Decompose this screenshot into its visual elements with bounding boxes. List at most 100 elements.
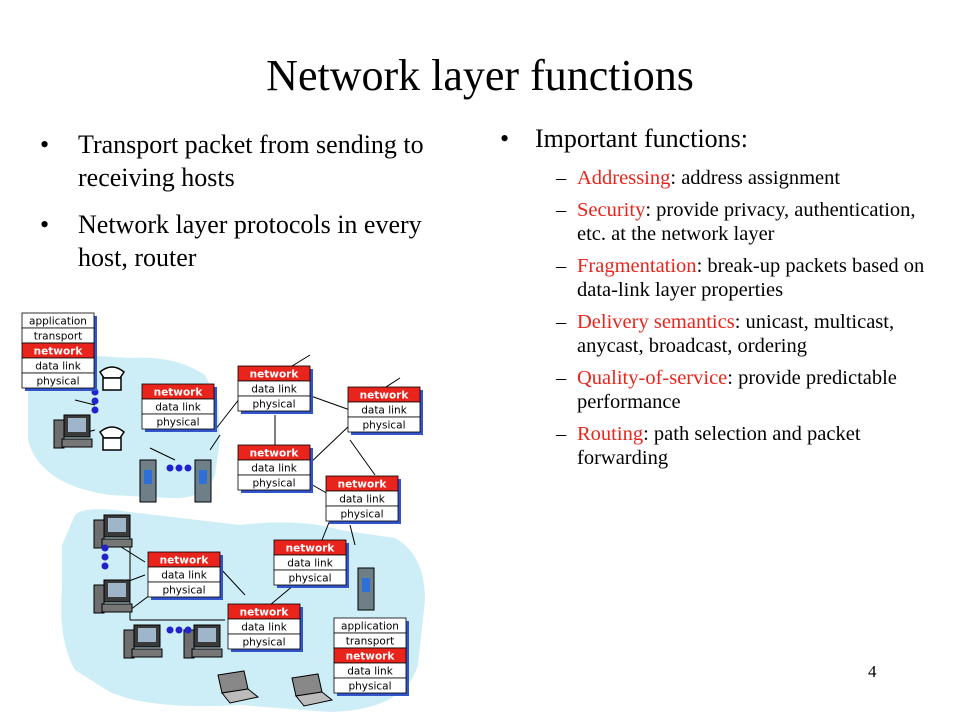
layer-cell [21,372,95,389]
function-term: Routing [577,423,644,445]
function-item-routing: –Routing: path selection and packet forw… [556,423,861,469]
ellipsis-dot [166,464,174,472]
server-icon [357,567,375,611]
link-line [149,447,176,461]
layer-label-data-link: data link [339,494,385,506]
link-line [117,544,146,563]
layer-label-data-link: data link [241,622,287,634]
layer-label-data-link: data link [35,361,81,373]
layer-label-data-link: data link [251,463,297,475]
layer-cell [237,395,311,412]
layer-label-data-link: data link [347,666,393,678]
layer-label-data-link: data link [287,558,333,570]
telephone-icon [99,366,125,391]
ellipsis-dot [101,553,109,561]
layer-cell [237,474,311,491]
link-line [219,567,246,596]
desktop-icon [93,514,133,549]
function-term: Quality-of-service [577,367,728,389]
function-desc: : path selection and packet forwarding [577,423,861,469]
layer-cell [227,633,301,650]
function-desc: : provide privacy, authentication, etc. … [577,199,916,245]
layer-cell [141,413,215,430]
layer-label-network: network [346,651,396,663]
function-desc: : break-up packets based on data-link la… [577,255,925,301]
function-term: Security [577,199,646,221]
layer-label-data-link: data link [161,570,207,582]
function-term: Delivery semantics [577,311,735,333]
laptop-icon [291,673,334,707]
desktop-icon [183,624,223,659]
layer-label-physical: physical [36,376,79,388]
layer-label-data-link: data link [251,384,297,396]
left-bullet-1: Transport packet from sending to receivi… [40,128,440,194]
layer-label-network: network [34,346,84,358]
function-desc: : address assignment [670,167,841,189]
function-item-security: –Security: provide privacy, authenticati… [556,199,916,245]
ellipsis-dot [101,562,109,570]
layer-label-application: application [29,316,87,328]
right-bullet-list: Important functions: –Addressing: addres… [500,122,940,478]
link-line [349,524,356,546]
router-stack: network data link physical [325,475,401,524]
router-stack: network data link physical [147,551,223,600]
server-icon [139,459,157,503]
layer-label-network: network [360,390,410,402]
function-item-qos: –Quality-of-service: provide predictable… [556,367,897,413]
layer-label-physical: physical [162,585,205,597]
page-number: 4 [868,662,877,681]
layer-label-application: application [341,621,399,633]
ellipsis-dot [184,464,192,472]
layer-cell [147,581,221,598]
layer-label-network: network [250,369,300,381]
slide-title: Network layer functions [266,51,694,100]
protocol-stacks: application transport network data link phys… [21,312,423,696]
telephone-icon [99,426,125,451]
desktop-icon [93,579,133,614]
left-bullet-2: Network layer protocols in every host, r… [40,208,440,274]
function-item-fragmentation: –Fragmentation: break-up packets based o… [556,255,925,301]
ellipsis-dot [101,544,109,552]
layer-label-physical: physical [156,417,199,429]
link-line [307,394,351,411]
layer-cell [325,505,399,522]
layer-label-network: network [154,387,204,399]
left-bullet-list: Transport packet from sending to receivi… [40,128,440,288]
link-line [74,399,96,406]
layer-label-physical: physical [362,420,405,432]
layer-label-transport: transport [346,636,395,648]
function-desc: : unicast, multicast, anycast, broadcast… [577,311,895,357]
right-heading: Important functions: [500,122,940,156]
server-icon [194,459,212,503]
layer-cell [273,569,347,586]
layer-label-network: network [160,555,210,567]
ellipsis-dot [175,464,183,472]
layer-label-network: network [338,479,388,491]
link-line [349,439,376,476]
ellipsis-dot [184,626,192,634]
function-item-addressing: –Addressing: address assignment [556,167,841,189]
ellipsis-dot [175,626,183,634]
laptop-icon [217,670,260,704]
end-devices [53,366,375,707]
link-line [214,397,241,431]
layer-label-physical: physical [340,509,383,521]
layer-label-physical: physical [348,681,391,693]
desktop-icon [123,624,163,659]
ellipsis-dot [166,626,174,634]
layer-label-network: network [286,543,336,555]
link-line [129,594,151,611]
function-item-delivery: –Delivery semantics: unicast, multicast,… [556,311,895,357]
ellipsis-dot [91,406,99,414]
link-line [209,434,221,451]
network-diagram: application transport network data link phys… [21,312,425,712]
layer-label-physical: physical [242,637,285,649]
function-term: Fragmentation [577,255,697,277]
